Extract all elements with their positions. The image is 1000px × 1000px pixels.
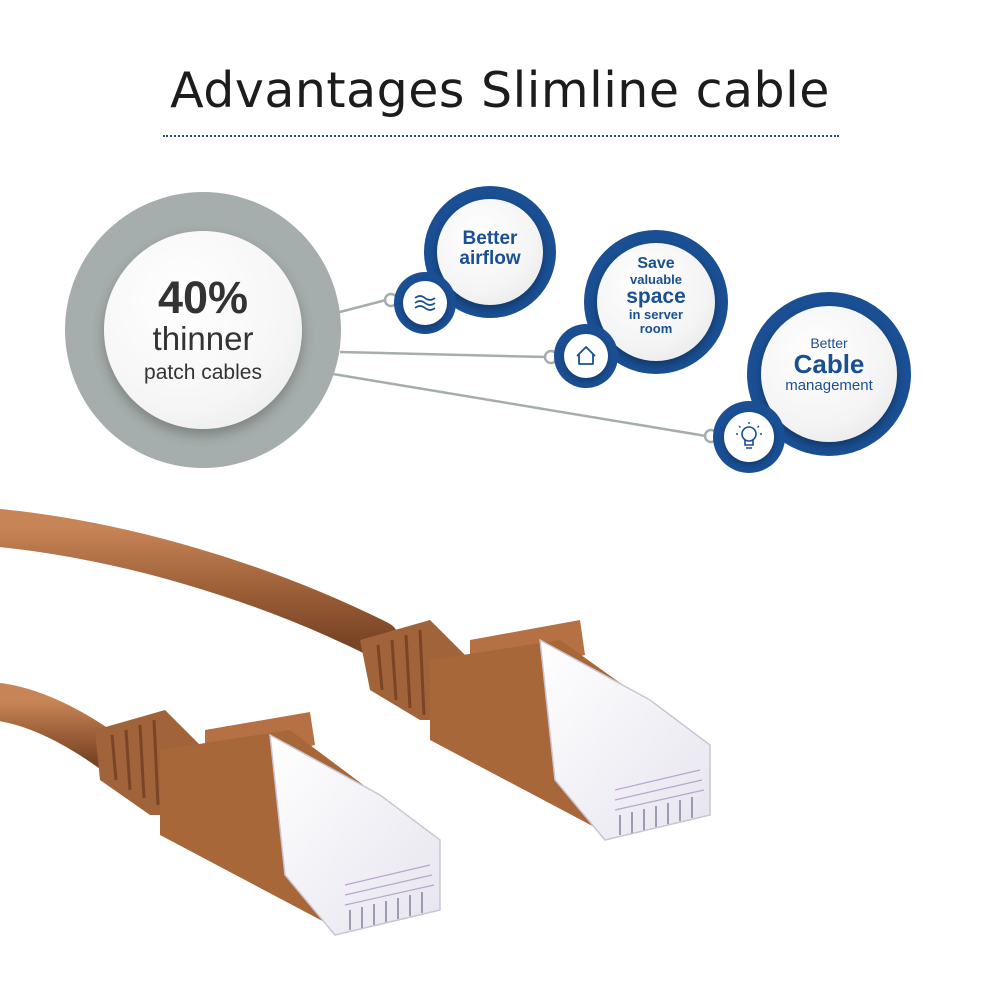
feature-save-space-line-3: space [626,285,686,309]
feature-save-space-line-4: in server [628,307,684,323]
badge-inner-disc [104,231,302,429]
page-title: Advantages Slimline cable [170,62,830,119]
feature-airflow-line-1: Better [462,228,518,249]
feature-cable-management-line-1: Better [810,335,848,351]
badge-line-thinner: thinner [152,320,254,357]
badge-line-patch-cables: patch cables [144,361,262,384]
feature-airflow-disc [437,199,543,305]
patch-cable-illustration [0,509,711,936]
feature-save-space-line-1: Save [637,255,675,272]
feature-save-space-line-5: room [639,321,673,337]
airflow-icon [403,281,447,325]
lightbulb-icon [724,412,774,462]
feature-airflow-line-2: airflow [459,247,521,269]
feature-save-space-disc [597,243,715,361]
feature-cable-management-line-2: Cable [793,348,865,379]
feature-cable-management-disc [761,306,897,442]
feature-save-space-line-2: valuable [629,271,683,287]
house-icon [564,334,608,378]
title-divider [163,135,839,137]
feature-cable-management-line-3: management [785,376,873,394]
badge-percentage: 40% [157,272,249,323]
